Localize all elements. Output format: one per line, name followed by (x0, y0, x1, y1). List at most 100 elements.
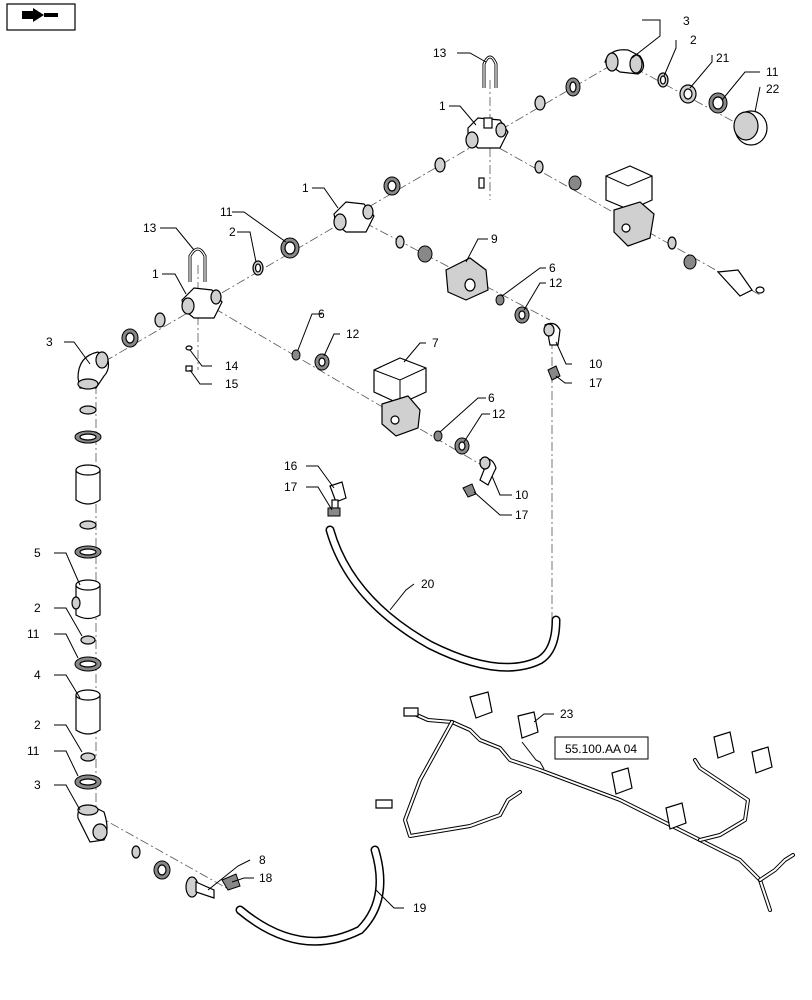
part-6-ring-low[interactable] (433, 430, 443, 442)
part-1-tee-left[interactable] (181, 287, 223, 319)
electric-valve-right[interactable] (605, 165, 655, 247)
callout-14: 14 (225, 359, 239, 373)
callout-3: 3 (46, 335, 53, 349)
part-9-valve[interactable] (395, 235, 489, 301)
clamp-left-1[interactable] (121, 328, 139, 348)
part-18-clip[interactable] (221, 873, 241, 891)
callout-7: 7 (432, 336, 439, 350)
part-17-clip-low[interactable] (462, 483, 477, 498)
wiring-harness[interactable] (375, 691, 795, 912)
fittings-right[interactable] (534, 160, 765, 297)
clamp-top-1[interactable] (565, 77, 581, 97)
callout-6: 6 (488, 391, 495, 405)
part-2-ring-top[interactable] (657, 72, 669, 88)
callout-17: 17 (284, 480, 298, 494)
centerlines (89, 59, 761, 891)
callout-10: 10 (515, 488, 529, 502)
vertical-stack[interactable] (74, 405, 102, 559)
callout-1: 1 (302, 181, 309, 195)
part-21-gasket[interactable] (679, 84, 697, 104)
part-7-electric-valve[interactable] (373, 357, 427, 437)
part-1-tee-middle[interactable] (333, 201, 375, 233)
leader-lines (54, 19, 761, 909)
callout-18: 18 (259, 871, 273, 885)
callout-3: 3 (34, 778, 41, 792)
callout-6: 6 (318, 307, 325, 321)
part-11-clamp-mid[interactable] (280, 237, 300, 259)
callout-11: 11 (27, 744, 40, 758)
part-17-clip-hose[interactable] (327, 507, 341, 517)
part-12-clamp-mid[interactable] (314, 353, 330, 371)
part-12-clamp-right[interactable] (514, 306, 530, 324)
callout-2: 2 (229, 225, 236, 239)
callout-1: 1 (152, 267, 159, 281)
clamp-bottom[interactable] (153, 860, 171, 880)
part-11-clamp-top[interactable] (708, 92, 728, 114)
part-2-ring-left-a[interactable] (80, 635, 96, 645)
callout-19: 19 (413, 901, 427, 915)
part-11-clamp-left-b[interactable] (74, 774, 102, 790)
callout-8: 8 (259, 853, 266, 867)
ring-left-1[interactable] (154, 312, 166, 328)
callout-2: 2 (690, 33, 697, 47)
callout-23: 23 (560, 707, 574, 721)
callout-11: 11 (220, 205, 233, 219)
part-13-ubolt-left[interactable] (188, 247, 207, 282)
part-10-elbow-right[interactable] (543, 322, 561, 346)
part-3-elbow-left-bottom[interactable] (77, 804, 108, 843)
callout-5: 5 (34, 546, 41, 560)
callout-4: 4 (34, 668, 41, 682)
part-10-elbow-low[interactable] (479, 456, 497, 486)
part-4-cylinder[interactable] (75, 689, 101, 735)
callout-3: 3 (683, 14, 690, 28)
part-12-clamp-low[interactable] (454, 437, 470, 455)
callout-12: 12 (492, 407, 506, 421)
part-16-fitting[interactable] (329, 481, 347, 509)
callout-13: 13 (433, 46, 447, 60)
part-2-ring-left-b[interactable] (80, 752, 96, 762)
callout-15: 15 (225, 377, 239, 391)
callout-20: 20 (421, 577, 435, 591)
callout-22: 22 (766, 82, 780, 96)
callout-21: 21 (716, 51, 730, 65)
callout-13: 13 (143, 221, 157, 235)
part-15-nut[interactable] (185, 365, 193, 372)
part-6-ring-right[interactable] (495, 294, 505, 306)
ring-top-2[interactable] (434, 157, 446, 173)
callout-9: 9 (491, 232, 498, 246)
callout-2: 2 (34, 601, 41, 615)
reference-box[interactable]: 55.100.AA 04 (554, 736, 649, 760)
callout-17: 17 (515, 508, 529, 522)
part-6-ring-mid[interactable] (291, 349, 301, 361)
part-22-cap[interactable] (733, 110, 768, 146)
part-8-barb-fitting[interactable] (185, 876, 215, 899)
hand-pointer-icon[interactable] (6, 3, 76, 31)
part-3-elbow-top[interactable] (604, 49, 645, 75)
part-11-clamp-left-a[interactable] (74, 656, 102, 672)
part-19-hose[interactable] (235, 845, 385, 946)
part-13-ubolt-top[interactable] (482, 55, 498, 88)
part-14-washer[interactable] (185, 345, 193, 351)
part-1-tee-top[interactable] (465, 117, 509, 149)
part-5-tee-strainer[interactable] (71, 579, 101, 620)
clamp-top-2[interactable] (383, 176, 401, 196)
part-3-elbow-left-top[interactable] (77, 351, 110, 390)
callout-11: 11 (766, 65, 779, 79)
callout-12: 12 (346, 327, 360, 341)
part-2-ring-mid[interactable] (252, 260, 264, 276)
callout-6: 6 (549, 261, 556, 275)
callout-17: 17 (589, 376, 603, 390)
ring-top-1[interactable] (534, 95, 546, 111)
ring-bottom[interactable] (131, 845, 141, 859)
callout-2: 2 (34, 718, 41, 732)
callout-12: 12 (549, 276, 563, 290)
part-20-hose[interactable] (325, 525, 561, 672)
callout-11: 11 (27, 627, 40, 641)
callout-1: 1 (439, 99, 446, 113)
callout-16: 16 (284, 459, 298, 473)
bolt-top[interactable] (478, 177, 485, 189)
callout-10: 10 (589, 357, 603, 371)
reference-label: 55.100.AA 04 (565, 742, 637, 756)
callout-labels: 3 2 21 11 22 13 1 1 11 2 13 1 9 6 12 6 1… (27, 14, 780, 915)
